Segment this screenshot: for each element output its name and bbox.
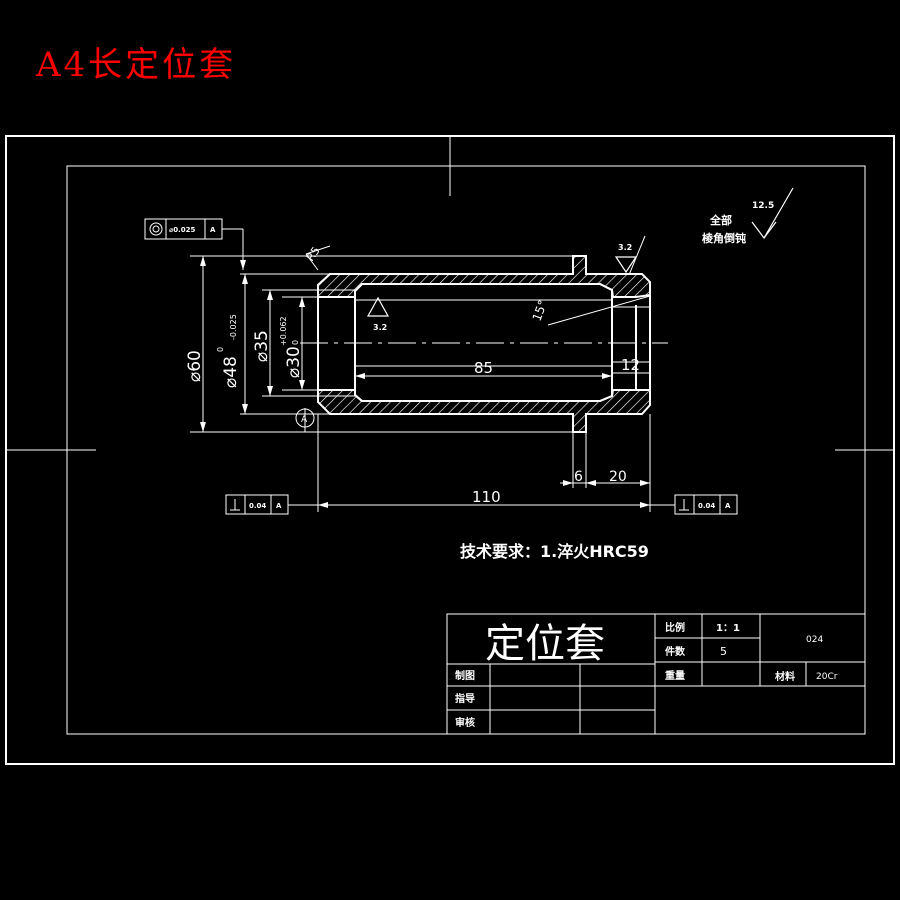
title-block <box>446 613 866 735</box>
dim-20: 20 <box>609 469 627 485</box>
tolerance-frame-top: ⌀0.025 A <box>144 218 223 240</box>
dim-d35: ⌀35 <box>252 330 272 362</box>
drawing-heading: A4长定位套 <box>35 45 236 85</box>
roughness-r2: 3.2 <box>618 243 632 252</box>
roughness-r3: 12.5 <box>752 201 774 211</box>
dim-110: 110 <box>472 488 501 506</box>
dim-angle: 15° <box>530 298 550 323</box>
title-material-value: 20Cr <box>816 672 838 682</box>
title-count-label: 件数 <box>665 645 686 658</box>
title-material-label: 材料 <box>775 670 795 683</box>
perpendicularity-icon <box>679 499 689 511</box>
datum-a-circle <box>295 408 315 428</box>
dim-12: 12 <box>621 356 640 374</box>
inner-frame <box>66 165 866 735</box>
centering-marks <box>6 136 894 451</box>
dim-chamfer: R5 <box>304 244 323 263</box>
tol-top-datum: A <box>210 226 216 234</box>
roughness-symbols <box>366 187 794 317</box>
tolerance-frame-right: 0.04 A <box>674 494 738 515</box>
perpendicularity-icon <box>230 499 240 511</box>
concentricity-icon <box>149 222 163 236</box>
roughness-r1: 3.2 <box>373 323 387 332</box>
tech-requirements: 技术要求：1.淬火HRC59 <box>460 542 649 561</box>
tol-left-datum: A <box>276 502 282 510</box>
dim-d48-tol-upper: 0 <box>216 347 225 352</box>
tol-right-datum: A <box>725 502 731 510</box>
tol-right-value: 0.04 <box>698 502 715 510</box>
title-review-label: 审核 <box>455 716 475 729</box>
dim-d48: ⌀48 <box>221 356 241 388</box>
outer-border <box>5 135 895 765</box>
dim-d30-tol: 0 <box>291 340 300 345</box>
dim-85: 85 <box>474 359 493 377</box>
title-draw-label: 制图 <box>455 669 475 682</box>
dim-d30: ⌀30 <box>284 346 304 378</box>
title-guide-label: 指导 <box>455 692 475 705</box>
title-scale-label: 比例 <box>665 621 685 634</box>
edge-note-line2: 棱角倒钝 <box>702 231 746 245</box>
tol-left-value: 0.04 <box>249 502 266 510</box>
dim-6: 6 <box>574 469 583 485</box>
datum-a-label: A <box>301 415 308 425</box>
dim-d35-tol: +0.062 <box>279 316 288 346</box>
tol-top-value: ⌀0.025 <box>169 226 195 234</box>
hatch-top-wall <box>317 255 651 298</box>
dim-d60: ⌀60 <box>185 350 205 382</box>
hatch-bottom-wall <box>317 389 651 433</box>
title-count-value: 5 <box>720 645 727 658</box>
part-section-view <box>300 255 668 433</box>
tolerance-frame-left: 0.04 A <box>225 494 289 515</box>
dimension-lines <box>190 228 675 512</box>
edge-note-line1: 全部 <box>709 213 732 227</box>
title-scale-value: 1：1 <box>716 623 740 634</box>
arrowheads <box>200 256 650 508</box>
dim-d48-tol-lower: -0.025 <box>229 314 238 340</box>
title-code: 024 <box>806 635 823 645</box>
title-part-name: 定位套 <box>485 621 605 667</box>
title-weight-label: 重量 <box>665 669 685 682</box>
